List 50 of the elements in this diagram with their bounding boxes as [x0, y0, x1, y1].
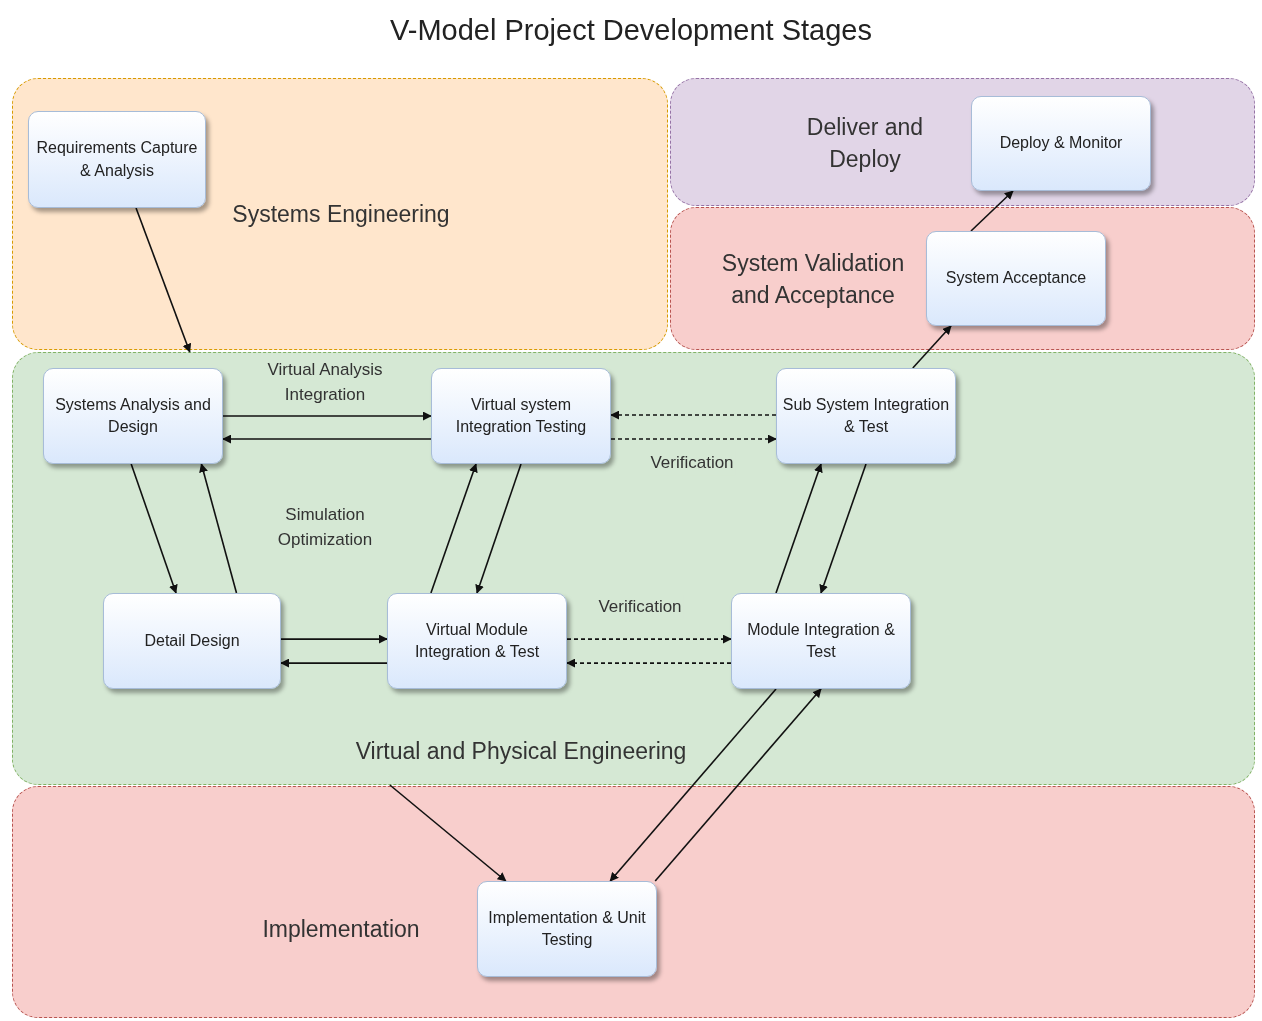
arrow: [430, 463, 478, 594]
band-title: Virtual and Physical Engineering: [354, 736, 688, 766]
arrow: [970, 190, 1014, 232]
process-box: [971, 96, 1151, 191]
stage-band: [670, 207, 1255, 350]
stage-band: [12, 786, 1255, 1018]
stage-band: [12, 78, 668, 350]
process-box: [28, 111, 206, 208]
arrow: [475, 463, 522, 594]
arrow: [609, 688, 777, 882]
box-label: System Acceptance: [944, 268, 1088, 289]
diagram-title: V-Model Project Development Stages: [389, 14, 873, 47]
arrow: [130, 463, 178, 594]
arrow: [280, 634, 388, 644]
arrow: [280, 658, 388, 668]
process-box: [731, 593, 911, 689]
stage-band: [670, 78, 1255, 206]
annotation-text: Simulation Optimization: [276, 504, 374, 551]
box-label: Systems Analysis and Design: [54, 394, 212, 437]
box-label: Requirements Capture & Analysis: [35, 138, 199, 181]
box-label: Module Integration & Test: [746, 619, 896, 662]
band-title: Deliver and Deploy: [805, 112, 925, 174]
dashed-arrow: [610, 410, 777, 420]
arrow: [654, 688, 822, 882]
band-title: Systems Engineering: [231, 199, 451, 229]
arrow: [199, 463, 238, 594]
box-label: Virtual Module Integration & Test: [413, 619, 541, 662]
box-label: Implementation & Unit Testing: [487, 907, 647, 950]
process-box: [926, 231, 1106, 326]
box-label: Deploy & Monitor: [998, 133, 1124, 154]
dashed-arrow: [566, 658, 732, 668]
process-box: [387, 593, 567, 689]
arrow: [775, 463, 823, 594]
process-box: [103, 593, 281, 689]
arrow: [222, 434, 432, 444]
dashed-arrow: [610, 434, 777, 444]
stage-band: [12, 352, 1255, 785]
band-title: System Validation and Acceptance: [720, 248, 906, 310]
process-box: [776, 368, 956, 464]
band-title: Implementation: [261, 914, 421, 944]
arrow: [912, 325, 952, 369]
box-label: Detail Design: [143, 630, 241, 651]
arrow: [819, 463, 867, 594]
box-label: Sub System Integration & Test: [781, 394, 951, 437]
dashed-arrow: [566, 634, 732, 644]
process-box: [431, 368, 611, 464]
arrow: [222, 411, 432, 421]
process-box: [43, 368, 223, 464]
process-box: [477, 881, 657, 977]
box-label: Virtual system Integration Testing: [454, 394, 588, 437]
